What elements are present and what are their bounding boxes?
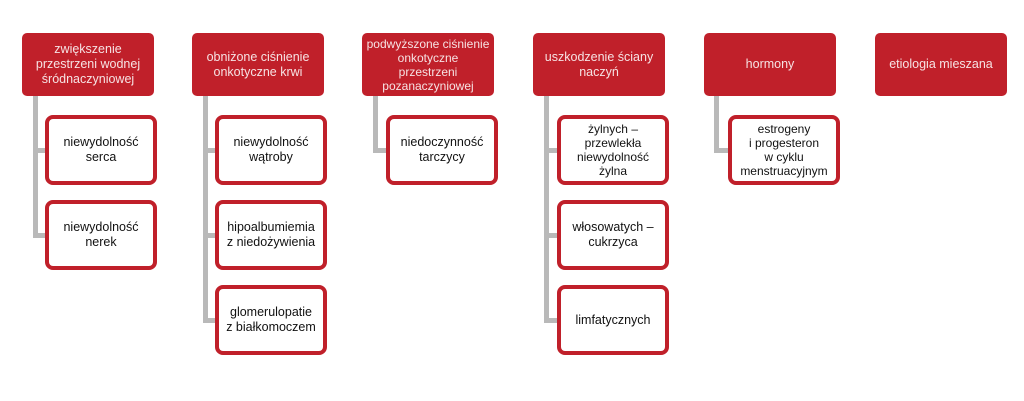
cause-label: włosowatych – cukrzyca [572,220,654,249]
category-box-vessel-wall-damage: uszkodzenie ściany naczyń [533,33,665,96]
category-box-low-oncotic-pressure: obniżone ciśnienie onkotyczne krwi [192,33,324,96]
connector-horizontal-2-2 [203,233,217,238]
connector-horizontal-3-1 [373,148,388,153]
category-box-high-interstitial-oncotic-pressure: podwyższone ciśnienie onkotyczne przestr… [362,33,494,96]
connector-vertical-5 [714,96,719,153]
cause-box-heart-failure: niewydolność serca [45,115,157,185]
cause-box-lymphatic: limfatycznych [557,285,669,355]
cause-label: niewydolność wątroby [233,135,309,164]
connector-horizontal-2-1 [203,148,217,153]
connector-horizontal-1-1 [33,148,47,153]
category-label: uszkodzenie ściany naczyń [544,49,654,79]
cause-box-hypothyroidism: niedoczynność tarczycy [386,115,498,185]
connector-vertical-2 [203,96,208,323]
category-label: zwiększenie przestrzeni wodnej śródnaczy… [35,42,141,86]
connector-vertical-3 [373,96,378,153]
cause-label: niewydolność nerek [63,220,139,249]
connector-vertical-1 [33,96,38,238]
cause-label: żylnych – przewlekła niewydolność żylna [576,122,650,178]
cause-label: limfatycznych [575,312,651,327]
connector-horizontal-5-1 [714,148,730,153]
category-label: obniżone ciśnienie onkotyczne krwi [206,49,310,79]
cause-box-capillary: włosowatych – cukrzyca [557,200,669,270]
category-label: etiologia mieszana [889,57,993,71]
cause-box-hypoalbuminemia: hipoalbumiemia z niedożywienia [215,200,327,270]
cause-label: estrogeny i progesteron w cyklu menstrua… [740,122,828,178]
category-label: hormony [745,57,795,71]
cause-label: hipoalbumiemia z niedożywienia [226,220,316,249]
cause-box-venous: żylnych – przewlekła niewydolność żylna [557,115,669,185]
connector-horizontal-4-1 [544,148,559,153]
connector-horizontal-1-2 [33,233,47,238]
cause-box-liver-failure: niewydolność wątroby [215,115,327,185]
cause-box-glomerulopathy: glomerulopatie z białkomoczem [215,285,327,355]
category-label: podwyższone ciśnienie onkotyczne przestr… [366,36,490,93]
cause-box-estrogen-progesterone: estrogeny i progesteron w cyklu menstrua… [728,115,840,185]
cause-box-kidney-failure: niewydolność nerek [45,200,157,270]
category-box-increased-intravascular-volume: zwiększenie przestrzeni wodnej śródnaczy… [22,33,154,96]
category-box-mixed-etiology: etiologia mieszana [875,33,1007,96]
cause-label: glomerulopatie z białkomoczem [226,305,316,334]
cause-label: niewydolność serca [63,135,139,164]
connector-horizontal-4-3 [544,318,559,323]
connector-horizontal-4-2 [544,233,559,238]
cause-label: niedoczynność tarczycy [400,135,484,164]
connector-horizontal-2-3 [203,318,217,323]
category-box-hormones: hormony [704,33,836,96]
connector-vertical-4 [544,96,549,323]
